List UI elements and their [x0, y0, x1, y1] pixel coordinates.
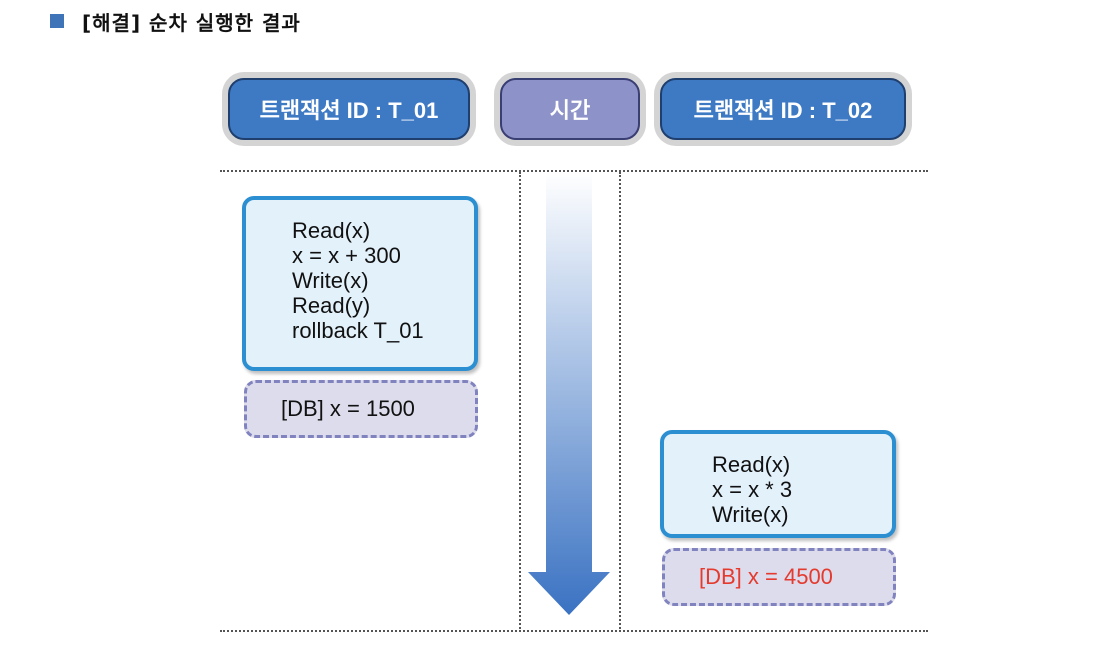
t01-db-value: [DB] x = 1500	[281, 396, 415, 421]
square-bullet-icon	[50, 14, 64, 28]
t02-operations-box: Read(x) x = x * 3 Write(x)	[660, 430, 896, 538]
right-column-divider	[619, 172, 621, 632]
header-time-label: 시간	[500, 78, 640, 140]
bottom-divider	[220, 630, 928, 632]
t01-op-write-x: Write(x)	[292, 268, 369, 293]
t02-op-read-x: Read(x)	[712, 452, 791, 477]
t01-operations-box: Read(x) x = x + 300 Write(x) Read(y) rol…	[242, 196, 478, 371]
header-t01: 트랜잭션 ID : T_01	[222, 72, 476, 146]
top-divider	[220, 170, 928, 172]
header-time: 시간	[494, 72, 646, 146]
t01-op-read-y: Read(y)	[292, 293, 371, 318]
header-t02: 트랜잭션 ID : T_02	[654, 72, 912, 146]
t01-db-box: [DB] x = 1500	[244, 380, 478, 438]
t01-op-read-x: Read(x)	[292, 218, 371, 243]
t01-op-assign: x = x + 300	[292, 243, 401, 268]
t01-op-rollback: rollback T_01	[292, 318, 424, 343]
t02-op-write-x: Write(x)	[712, 502, 789, 527]
heading-text: [해결] 순차 실행한 결과	[82, 10, 301, 35]
time-arrow-icon	[528, 172, 610, 615]
header-t01-label: 트랜잭션 ID : T_01	[228, 78, 470, 140]
t02-db-box: [DB] x = 4500	[662, 548, 896, 606]
t02-op-assign: x = x * 3	[712, 477, 793, 502]
header-t02-label: 트랜잭션 ID : T_02	[660, 78, 906, 140]
left-column-divider	[519, 172, 521, 632]
section-heading: [해결] 순차 실행한 결과	[50, 6, 301, 36]
t02-db-value: [DB] x = 4500	[699, 564, 833, 589]
